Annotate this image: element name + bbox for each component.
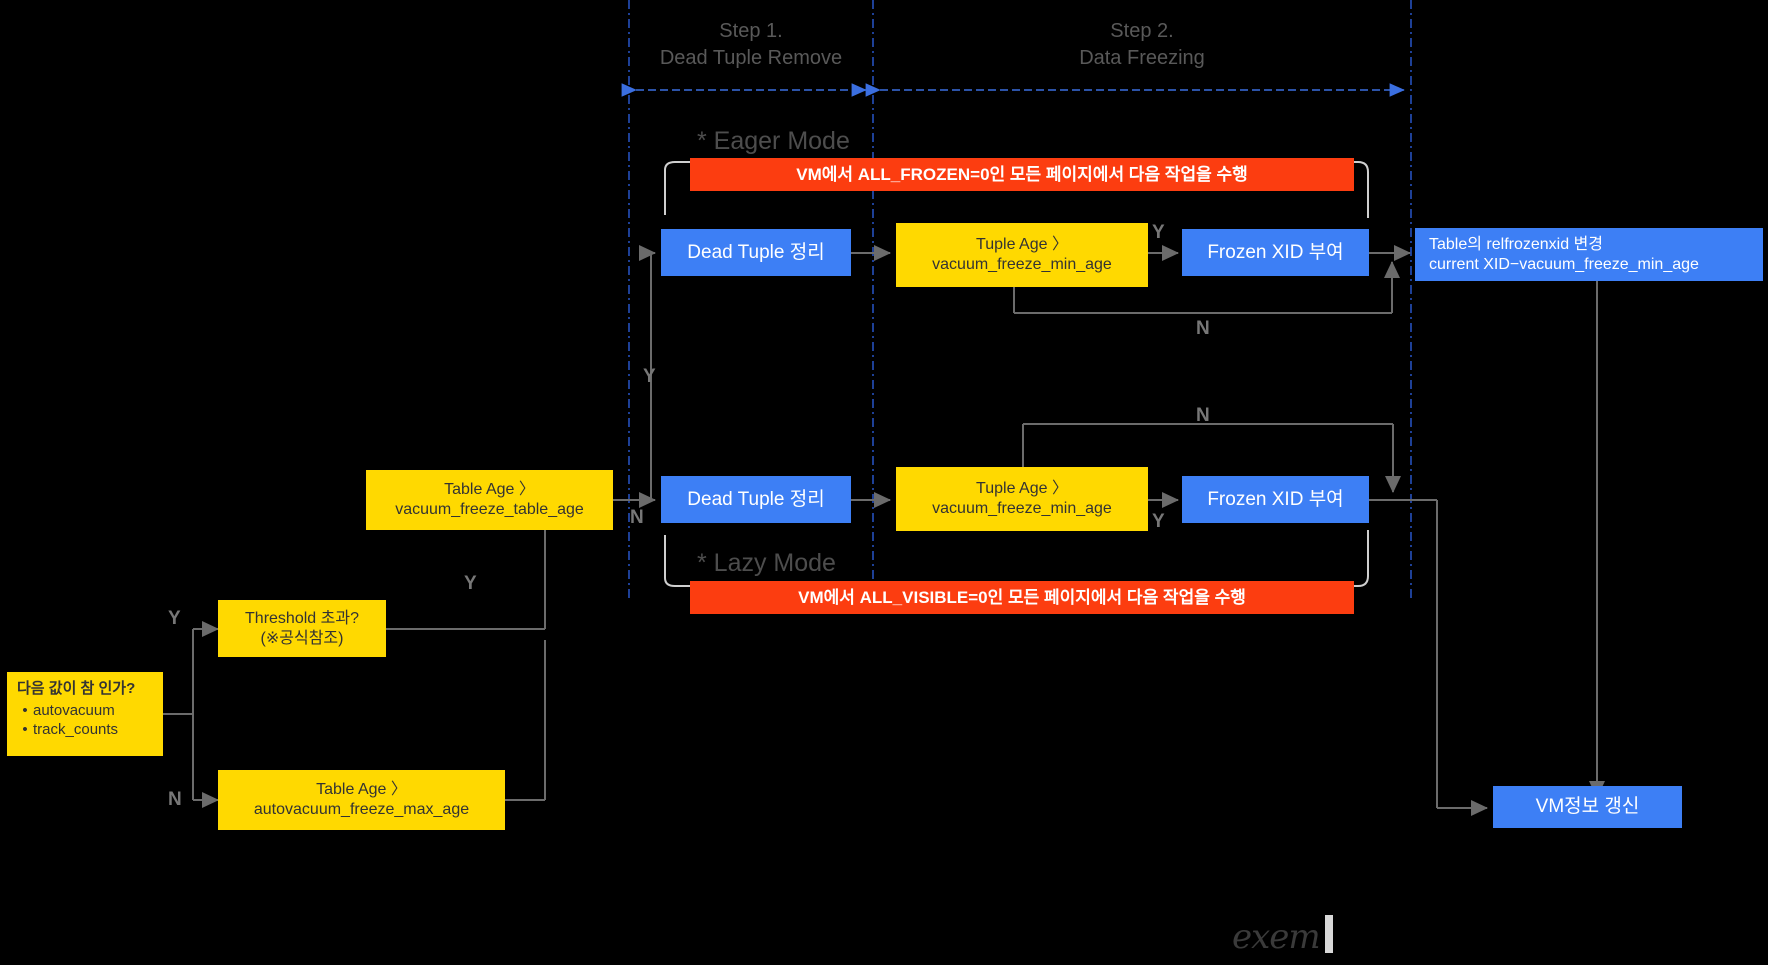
node-vm-update[interactable]: VM정보 갱신 — [1493, 786, 1682, 828]
table-age-autovacuum-line1: Table Age 〉 — [316, 781, 407, 798]
edge-label-tuple-age-lazy-no: N — [1196, 405, 1210, 426]
node-tuple-age-eager[interactable]: Tuple Age 〉 vacuum_freeze_min_age — [896, 223, 1148, 287]
logo-bar — [1325, 915, 1333, 953]
tuple-age-eager-line1: Tuple Age 〉 — [976, 236, 1068, 253]
threshold-line2: (※공식참조) — [260, 629, 344, 647]
step-label-2: Step 2. Data Freezing — [873, 18, 1411, 72]
step1-line2: Dead Tuple Remove — [659, 47, 843, 69]
step2-line1: Step 2. — [1110, 20, 1174, 42]
table-age-autovacuum-line2: autovacuum_freeze_max_age — [253, 801, 470, 818]
step1-line1: Step 1. — [719, 20, 783, 42]
edge-label-table-age-no: N — [630, 507, 644, 528]
tuple-age-lazy-line1: Tuple Age 〉 — [976, 480, 1068, 497]
start-condition-item-0: •autovacuum — [22, 701, 115, 719]
node-table-age-vacuum[interactable]: Table Age 〉 vacuum_freeze_table_age — [366, 470, 613, 530]
node-frozen-xid-eager[interactable]: Frozen XID 부여 — [1182, 229, 1369, 276]
node-start-condition[interactable]: 다음 값이 참 인가? •autovacuum •track_counts — [7, 672, 163, 756]
threshold-line1: Threshold 초과? — [245, 609, 359, 627]
edge-label-table-age-yes: Y — [643, 366, 656, 387]
edge-label-start-yes: Y — [168, 608, 181, 629]
node-dead-tuple-lazy[interactable]: Dead Tuple 정리 — [661, 476, 851, 523]
exem-logo: exem — [1232, 917, 1321, 957]
step-label-1: Step 1. Dead Tuple Remove — [629, 18, 873, 72]
lazy-mode-banner: VM에서 ALL_VISIBLE=0인 모든 페이지에서 다음 작업을 수행 — [690, 581, 1354, 614]
node-threshold[interactable]: Threshold 초과? (※공식참조) — [218, 600, 386, 657]
node-relfrozenxid[interactable]: Table의 relfrozenxid 변경 current XID−vacuu… — [1415, 228, 1763, 281]
edge-label-start-no: N — [168, 789, 182, 810]
lazy-mode-label: * Lazy Mode — [697, 549, 836, 577]
edge-label-threshold-yes: Y — [464, 573, 477, 594]
node-dead-tuple-eager[interactable]: Dead Tuple 정리 — [661, 229, 851, 276]
tuple-age-eager-line2: vacuum_freeze_min_age — [932, 256, 1112, 273]
edge-label-tuple-age-eager-yes: Y — [1152, 222, 1165, 243]
table-age-vacuum-line2: vacuum_freeze_table_age — [395, 501, 584, 518]
node-table-age-autovacuum[interactable]: Table Age 〉 autovacuum_freeze_max_age — [218, 770, 505, 830]
node-frozen-xid-lazy[interactable]: Frozen XID 부여 — [1182, 476, 1369, 523]
step2-line2: Data Freezing — [1079, 47, 1205, 69]
relfrozenxid-line1: Table의 relfrozenxid 변경 — [1429, 235, 1604, 253]
relfrozenxid-line2: current XID−vacuum_freeze_min_age — [1429, 255, 1699, 273]
node-tuple-age-lazy[interactable]: Tuple Age 〉 vacuum_freeze_min_age — [896, 467, 1148, 531]
edge-label-tuple-age-lazy-yes: Y — [1152, 511, 1165, 532]
edge-label-tuple-age-eager-no: N — [1196, 318, 1210, 339]
start-condition-heading: 다음 값이 참 인가? — [17, 680, 136, 697]
table-age-vacuum-line1: Table Age 〉 — [444, 481, 535, 498]
tuple-age-lazy-line2: vacuum_freeze_min_age — [932, 500, 1112, 517]
start-condition-item-1: •track_counts — [22, 720, 119, 738]
eager-mode-banner: VM에서 ALL_FROZEN=0인 모든 페이지에서 다음 작업을 수행 — [690, 158, 1354, 191]
eager-mode-label: * Eager Mode — [697, 127, 850, 155]
